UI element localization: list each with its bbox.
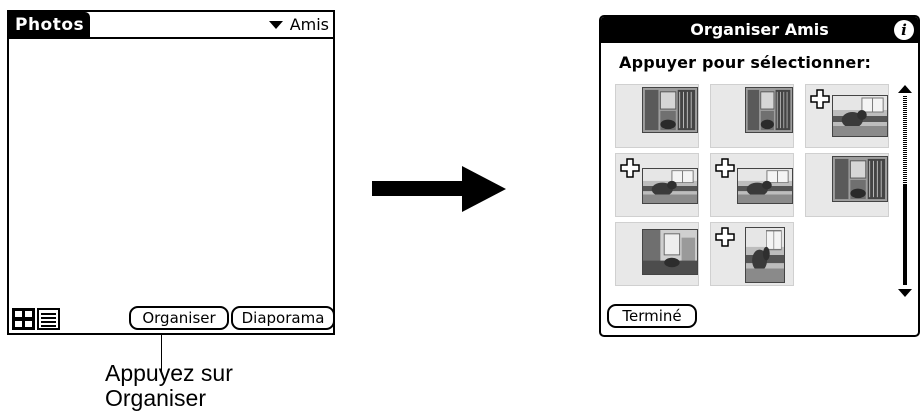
organize-button[interactable]: Organiser (129, 306, 229, 330)
dialog-instruction: Appuyer pour sélectionner: (619, 53, 872, 72)
dialog-titlebar: Organiser Amis i (601, 17, 918, 43)
done-button[interactable]: Terminé (607, 304, 697, 328)
thumbnail-cell[interactable] (805, 153, 889, 217)
view-toggle (12, 308, 60, 330)
photo-interior-icon (745, 87, 793, 133)
thumbnail-cell[interactable] (615, 222, 699, 286)
scroll-up-icon[interactable] (898, 85, 912, 93)
right-arrow-icon (372, 166, 506, 212)
scrollbar[interactable] (898, 85, 912, 297)
thumbnail-cell[interactable] (615, 84, 699, 148)
photo-interior-icon (832, 156, 888, 202)
thumbnail-cell[interactable] (710, 222, 794, 286)
photos-screen: Photos Amis Organiser Diaporama (7, 10, 335, 335)
callout-text: Appuyez sur Organiser (105, 361, 305, 411)
photo-interior-icon (642, 87, 698, 133)
triangle-down-icon (268, 21, 283, 29)
thumbnail-view-icon[interactable] (12, 308, 35, 330)
title-rule (9, 37, 333, 39)
thumbnail-cell[interactable] (710, 84, 794, 148)
dialog-title: Organiser Amis (690, 20, 829, 39)
scroll-thumb[interactable] (903, 185, 907, 285)
scroll-down-icon[interactable] (898, 289, 912, 297)
category-label: Amis (289, 15, 329, 34)
list-view-icon[interactable] (37, 308, 60, 330)
callout-line-2: Organiser (105, 385, 206, 411)
organize-dialog: Organiser Amis i Appuyer pour sélectionn… (599, 15, 920, 337)
thumbnail-cell[interactable] (710, 153, 794, 217)
app-title: Photos (9, 12, 91, 39)
photo-cat-icon (737, 168, 793, 204)
callout-line-1: Appuyez sur (105, 360, 233, 386)
photo-cat-icon (745, 227, 785, 283)
thumbnail-cell[interactable] (615, 153, 699, 217)
slideshow-button[interactable]: Diaporama (231, 306, 335, 330)
photo-cat-icon (832, 95, 888, 137)
thumbnail-cell[interactable] (805, 84, 889, 148)
callout-line (161, 335, 162, 373)
category-picker[interactable]: Amis (268, 14, 329, 36)
photo-cat-icon (642, 168, 698, 204)
info-icon[interactable]: i (894, 20, 914, 40)
photo-room-icon (642, 229, 698, 275)
